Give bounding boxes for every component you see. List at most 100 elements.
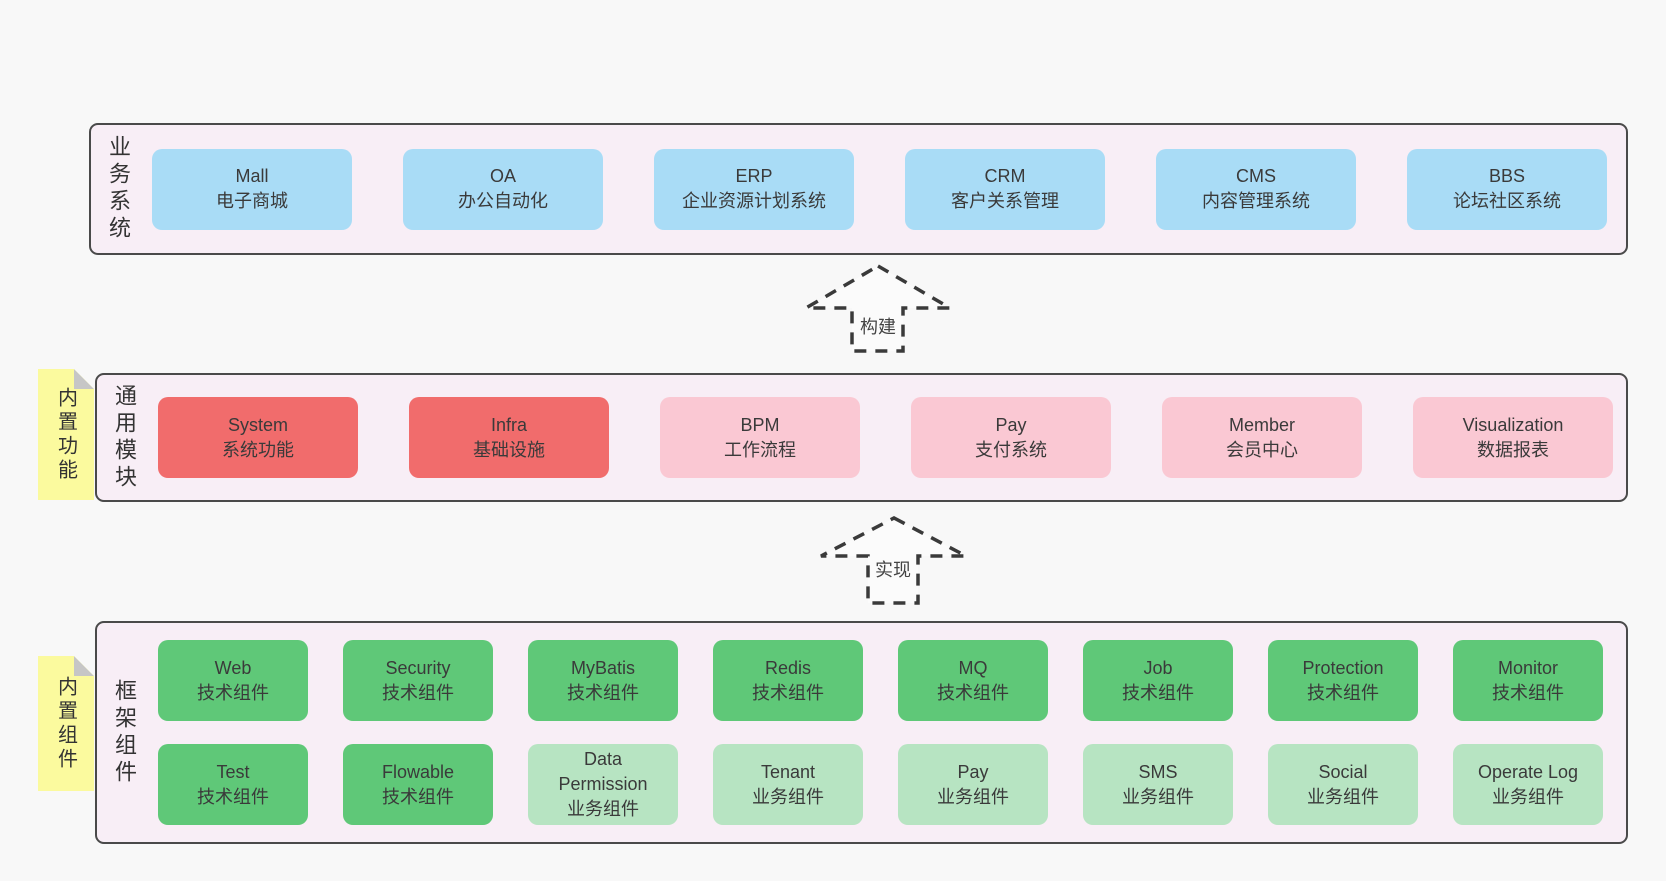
box-subtitle: 企业资源计划系统 [682, 191, 826, 211]
box-subtitle: 技术组件 [382, 682, 454, 703]
box-subtitle: 技术组件 [937, 682, 1009, 703]
folded-corner-icon [74, 369, 94, 389]
box-title: Mall [235, 166, 269, 186]
box-subtitle: 支付系统 [975, 439, 1047, 460]
folded-corner-icon [74, 656, 94, 676]
module-box-oa: OA 办公自动化 [403, 148, 603, 230]
box-title: Protection [1302, 657, 1384, 678]
box-subtitle: 办公自动化 [458, 191, 548, 211]
box-subtitle: 系统功能 [222, 439, 294, 460]
box-subtitle: 技术组件 [567, 682, 639, 703]
module-box-data-permission: Data Permission 业务组件 [528, 744, 678, 825]
box-title: SMS [1138, 761, 1178, 782]
module-box-pay: Pay 支付系统 [911, 397, 1111, 478]
box-subtitle: 技术组件 [197, 682, 269, 703]
box-title: Pay [995, 414, 1027, 435]
box-subtitle: 技术组件 [752, 682, 824, 703]
box-title: Member [1228, 414, 1295, 435]
box-subtitle: 会员中心 [1226, 439, 1298, 460]
box-subtitle: 技术组件 [1492, 682, 1564, 703]
sticky-note-text: 内置功能 [54, 386, 77, 483]
box-title: Test [216, 761, 250, 782]
band-label-framework-components: 框架组件 [112, 678, 137, 787]
build-arrow: 构建 [799, 263, 957, 353]
box-subtitle: 论坛社区系统 [1453, 191, 1561, 211]
implement-arrow: 实现 [820, 516, 967, 605]
box-title: BBS [1488, 166, 1526, 186]
module-box-mybatis: MyBatis 技术组件 [528, 640, 678, 721]
box-title: Infra [490, 414, 528, 435]
module-box-crm: CRM 客户关系管理 [905, 148, 1105, 230]
box-subtitle: 业务组件 [567, 799, 639, 819]
box-title: Pay [957, 761, 989, 782]
module-box-sms: SMS 业务组件 [1083, 744, 1233, 825]
module-box-test: Test 技术组件 [158, 744, 308, 825]
box-title: Security [385, 657, 451, 678]
arrow-label-background [855, 312, 901, 339]
box-subtitle: 技术组件 [197, 786, 269, 807]
arrow-label-background [870, 556, 916, 583]
box-subtitle: 业务组件 [1492, 786, 1564, 807]
build-arrow-label: 构建 [860, 317, 896, 337]
module-box-flowable: Flowable 技术组件 [343, 744, 493, 825]
box-title: OA [489, 166, 516, 186]
module-box-member: Member 会员中心 [1162, 397, 1362, 478]
box-title: CRM [984, 166, 1026, 186]
box-title: BPM [740, 414, 780, 435]
box-subtitle: 电子商城 [216, 191, 288, 211]
box-title: Monitor [1497, 657, 1559, 678]
band-row: System 系统功能 Infra 基础设施 BPM 工作流程 Pay 支付系统 Member 会… [158, 397, 1613, 478]
module-box-system: System 系统功能 [158, 397, 358, 478]
box-subtitle: 基础设施 [473, 439, 545, 460]
module-box-infra: Infra 基础设施 [409, 397, 609, 478]
module-box-social: Social 业务组件 [1268, 744, 1418, 825]
box-subtitle: 客户关系管理 [951, 191, 1059, 211]
box-title: Data Permission [558, 749, 648, 794]
band-common-modules: 通用模块 System 系统功能 Infra 基础设施 BPM 工作流程 Pay 支付系统 Me… [95, 373, 1628, 502]
box-subtitle: 工作流程 [724, 439, 796, 460]
module-box-security: Security 技术组件 [343, 640, 493, 721]
module-box-bpm: BPM 工作流程 [660, 397, 860, 478]
box-title: MQ [958, 657, 988, 678]
box-title: Operate Log [1477, 761, 1579, 782]
box-title: MyBatis [570, 657, 635, 678]
sticky-note-builtin-functions: 内置功能 [38, 369, 94, 500]
box-subtitle: 业务组件 [1122, 786, 1194, 807]
implement-arrow-label: 实现 [875, 560, 911, 580]
box-subtitle: 业务组件 [1307, 786, 1379, 807]
box-title: Social [1318, 761, 1368, 782]
band-label-business-systems: 业务系统 [106, 135, 131, 243]
box-subtitle: 内容管理系统 [1202, 191, 1310, 211]
module-box-bbs: BBS 论坛社区系统 [1407, 148, 1607, 230]
module-box-tenant: Tenant 业务组件 [713, 744, 863, 825]
box-subtitle: 业务组件 [937, 786, 1009, 807]
box-title: Flowable [381, 761, 455, 782]
box-subtitle: 数据报表 [1477, 439, 1549, 460]
sticky-note-builtin-components: 内置组件 [38, 656, 94, 791]
box-subtitle: 技术组件 [382, 786, 454, 807]
box-title: CMS [1236, 166, 1276, 186]
box-title: Job [1143, 657, 1173, 678]
box-title: Tenant [760, 761, 816, 782]
box-subtitle: 业务组件 [752, 786, 824, 807]
module-box-mq: MQ 技术组件 [898, 640, 1048, 721]
module-box-monitor: Monitor 技术组件 [1453, 640, 1603, 721]
box-title: Visualization [1462, 414, 1564, 435]
module-box-mall: Mall 电子商城 [152, 148, 352, 230]
band-label-common-modules: 通用模块 [112, 383, 137, 492]
box-title: System [227, 414, 288, 435]
up-arrow-shape [799, 263, 957, 353]
module-box-visualization: Visualization 数据报表 [1413, 397, 1613, 478]
